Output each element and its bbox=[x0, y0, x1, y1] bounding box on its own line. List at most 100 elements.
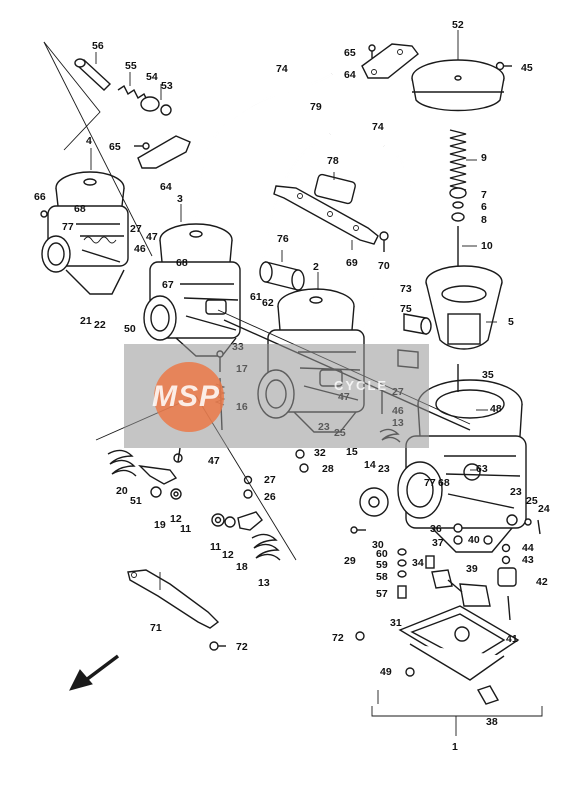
label-40: 40 bbox=[468, 534, 480, 546]
label-76: 76 bbox=[277, 233, 289, 245]
label-71: 71 bbox=[150, 622, 162, 634]
label-63: 63 bbox=[476, 463, 488, 475]
label-70: 70 bbox=[378, 260, 390, 272]
watermark-overlay: MSP CYCLE bbox=[124, 344, 429, 448]
carburetor-4 bbox=[40, 171, 129, 295]
label-58: 58 bbox=[376, 571, 388, 583]
spring-13 bbox=[251, 533, 281, 561]
label-54: 54 bbox=[146, 71, 158, 83]
label-2: 2 bbox=[313, 261, 319, 273]
label-28: 28 bbox=[322, 463, 334, 475]
label-65-left: 65 bbox=[109, 141, 121, 153]
washers-11-12-lower bbox=[211, 513, 236, 528]
label-41: 41 bbox=[506, 633, 518, 645]
direction-arrow bbox=[69, 654, 120, 691]
label-1: 1 bbox=[452, 741, 458, 753]
watermark-subtext: CYCLE bbox=[334, 378, 389, 393]
label-64-left: 64 bbox=[160, 181, 172, 193]
label-69: 69 bbox=[346, 257, 358, 269]
screw-29 bbox=[350, 526, 366, 534]
valve-34 bbox=[425, 555, 435, 569]
piston-5 bbox=[425, 265, 503, 350]
label-6: 6 bbox=[481, 201, 487, 213]
label-12-b: 12 bbox=[222, 549, 234, 561]
label-77-b: 77 bbox=[424, 477, 436, 489]
screw-65-left bbox=[134, 142, 150, 150]
label-34: 34 bbox=[412, 557, 424, 569]
label-50: 50 bbox=[124, 323, 136, 335]
arm-51 bbox=[138, 465, 178, 485]
label-12-a: 12 bbox=[170, 513, 182, 525]
screw-72-right bbox=[355, 631, 365, 641]
spring-20 bbox=[107, 449, 137, 477]
label-23-b: 23 bbox=[378, 463, 390, 475]
valve-42 bbox=[497, 567, 517, 587]
label-78: 78 bbox=[327, 155, 339, 167]
label-27-a: 27 bbox=[130, 223, 142, 235]
screw-65-top bbox=[368, 44, 376, 58]
label-77-a: 77 bbox=[62, 221, 74, 233]
washer-53 bbox=[160, 104, 172, 116]
label-24: 24 bbox=[538, 503, 550, 515]
label-4: 4 bbox=[86, 135, 92, 147]
label-64-top: 64 bbox=[344, 69, 356, 81]
screw-41 bbox=[507, 595, 511, 621]
screw-40 bbox=[483, 535, 493, 545]
hose-74-left-inner bbox=[194, 73, 333, 229]
screw-72-left bbox=[209, 641, 226, 651]
label-39: 39 bbox=[466, 563, 478, 575]
cushion-78 bbox=[314, 173, 356, 205]
jet-stack-57-60 bbox=[397, 548, 407, 599]
label-38: 38 bbox=[486, 716, 498, 728]
label-74-right: 74 bbox=[372, 121, 384, 133]
label-55: 55 bbox=[125, 60, 137, 72]
label-22: 22 bbox=[94, 319, 106, 331]
plunger-56 bbox=[74, 58, 112, 91]
label-62: 62 bbox=[262, 297, 274, 309]
label-75: 75 bbox=[400, 303, 412, 315]
label-49: 49 bbox=[380, 666, 392, 678]
watermark-logo bbox=[154, 362, 224, 432]
label-10: 10 bbox=[481, 240, 493, 252]
spring-9 bbox=[449, 129, 467, 191]
label-68-c: 68 bbox=[438, 477, 450, 489]
screw-32-28 bbox=[295, 449, 309, 473]
label-18: 18 bbox=[236, 561, 248, 573]
label-72-left: 72 bbox=[236, 641, 248, 653]
screw-27-26 bbox=[243, 475, 253, 499]
arm-18 bbox=[237, 511, 263, 531]
label-68-a: 68 bbox=[74, 203, 86, 215]
label-11-b: 11 bbox=[210, 541, 221, 553]
link-plate-71 bbox=[127, 569, 220, 629]
label-73: 73 bbox=[400, 283, 412, 295]
label-66: 66 bbox=[34, 191, 46, 203]
bracket-69 bbox=[273, 185, 379, 245]
label-65-top: 65 bbox=[344, 47, 356, 59]
hose-74-right-inner bbox=[360, 145, 412, 339]
label-8: 8 bbox=[481, 214, 487, 226]
label-5: 5 bbox=[508, 316, 514, 328]
label-51: 51 bbox=[130, 495, 142, 507]
label-59: 59 bbox=[376, 559, 388, 571]
label-61: 61 bbox=[250, 291, 262, 303]
fitting-76 bbox=[259, 261, 305, 291]
label-19: 19 bbox=[154, 519, 166, 531]
float-39 bbox=[431, 569, 491, 607]
label-44: 44 bbox=[522, 542, 534, 554]
label-20: 20 bbox=[116, 485, 128, 497]
label-26: 26 bbox=[264, 491, 276, 503]
label-30: 30 bbox=[372, 539, 384, 551]
screw-49 bbox=[405, 667, 415, 677]
screw-70 bbox=[379, 231, 389, 252]
label-7: 7 bbox=[481, 189, 487, 201]
label-57: 57 bbox=[376, 588, 388, 600]
label-32: 32 bbox=[314, 447, 326, 459]
assembly-frame-top bbox=[43, 41, 101, 151]
rod-47 bbox=[177, 447, 181, 463]
label-68-b: 68 bbox=[176, 257, 188, 269]
label-48: 48 bbox=[490, 403, 502, 415]
screw-36-37 bbox=[453, 523, 463, 545]
label-13-b: 13 bbox=[258, 577, 270, 589]
